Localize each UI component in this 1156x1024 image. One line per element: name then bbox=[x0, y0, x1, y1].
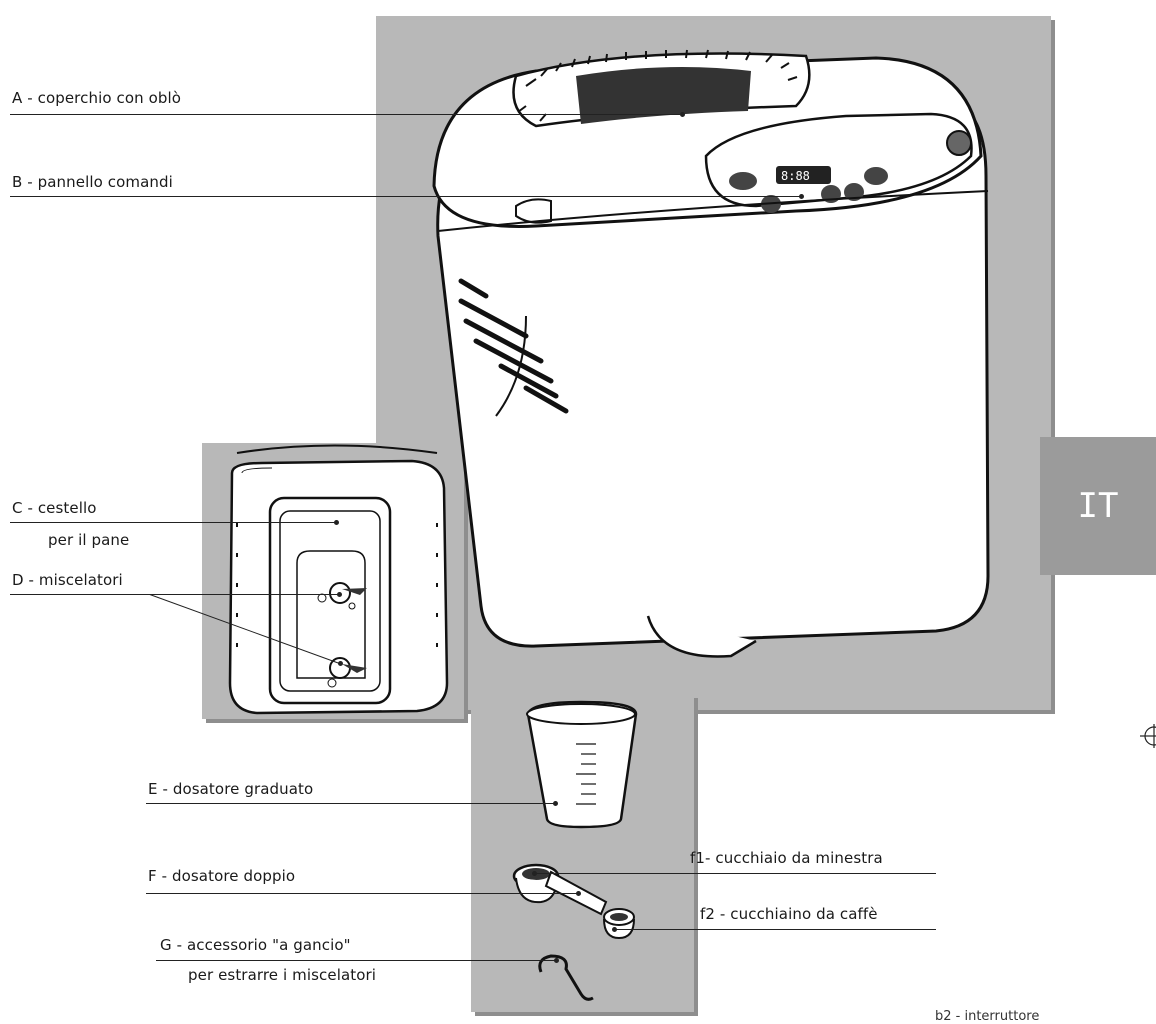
label-g-hook-accessory: G - accessorio "a gancio" bbox=[160, 936, 351, 954]
leader-c bbox=[10, 522, 337, 523]
footer-text: b2 - interruttore bbox=[935, 1009, 1040, 1024]
leader-f2-dot bbox=[612, 927, 617, 932]
accessories-illustration bbox=[512, 700, 638, 1001]
label-f-double-measure: F - dosatore doppio bbox=[148, 867, 296, 885]
leader-f1 bbox=[534, 873, 936, 874]
label-e-measuring-cup: E - dosatore graduato bbox=[148, 780, 314, 798]
leader-f2 bbox=[614, 929, 936, 930]
leader-c-dot bbox=[334, 520, 339, 525]
leader-g-dot bbox=[554, 958, 559, 963]
leader-g bbox=[156, 960, 556, 961]
leader-e bbox=[146, 803, 555, 804]
language-tab: IT bbox=[1040, 437, 1156, 575]
label-f2-teaspoon: f2 - cucchiaino da caffè bbox=[700, 905, 878, 923]
leader-e-dot bbox=[553, 801, 558, 806]
leader-a-dot bbox=[680, 112, 685, 117]
svg-text:8:88: 8:88 bbox=[781, 169, 810, 183]
label-b-control-panel: B - pannello comandi bbox=[12, 173, 173, 191]
leader-f bbox=[146, 893, 578, 894]
leader-d bbox=[10, 594, 340, 595]
leader-f1-dot bbox=[532, 871, 537, 876]
leader-b bbox=[10, 196, 800, 197]
label-a-lid: A - coperchio con oblò bbox=[12, 89, 182, 107]
bread-pan-illustration bbox=[228, 444, 449, 715]
label-c-bread-pan: C - cestello bbox=[12, 499, 97, 517]
label-c-bread-pan-line2: per il pane bbox=[48, 531, 130, 549]
leader-d-dot-2 bbox=[338, 661, 343, 666]
registration-mark-icon bbox=[1140, 724, 1156, 748]
label-f1-tablespoon: f1- cucchiaio da minestra bbox=[690, 849, 883, 867]
leader-d-dot bbox=[337, 592, 342, 597]
leader-f-dot bbox=[576, 891, 581, 896]
leader-a bbox=[10, 114, 680, 115]
label-g-hook-accessory-line2: per estrarre i miscelatori bbox=[188, 966, 377, 984]
bread-machine-illustration: 8:88 bbox=[432, 49, 990, 658]
leader-b-dot bbox=[799, 194, 804, 199]
label-d-mixers: D - miscelatori bbox=[12, 571, 123, 589]
